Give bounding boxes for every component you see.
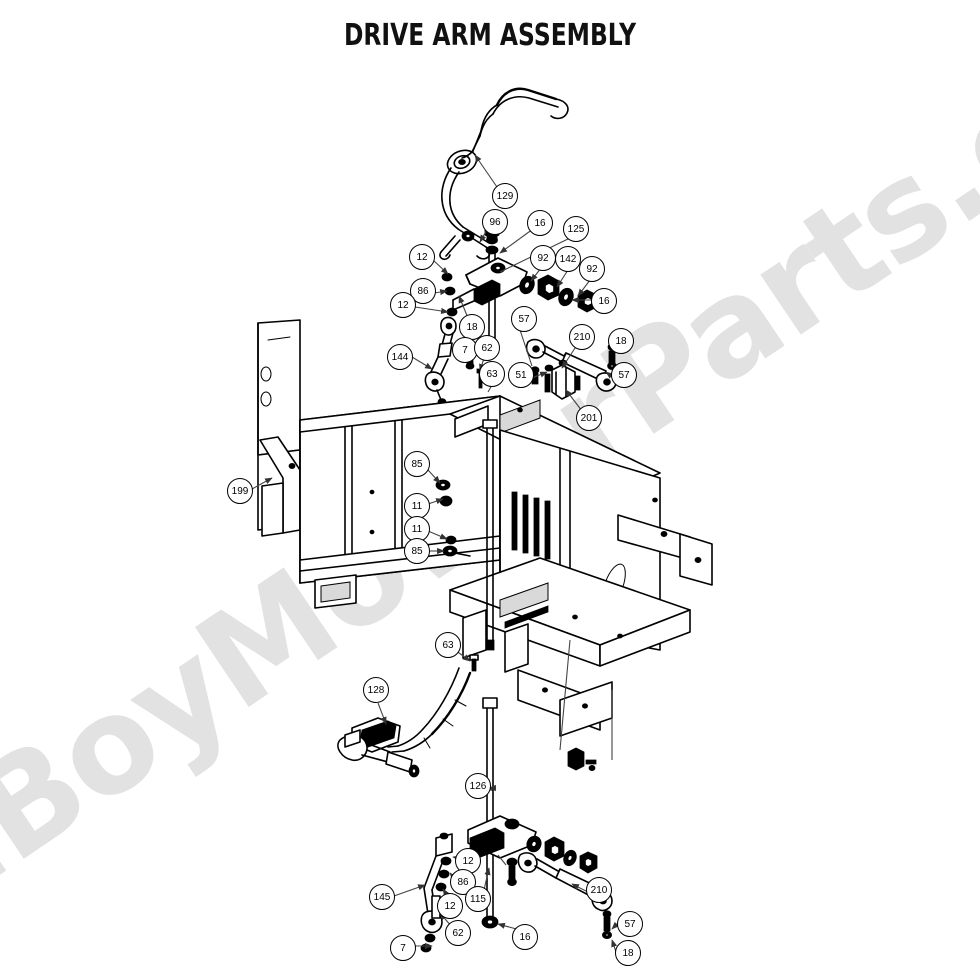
callout-bubble-57[interactable]: 57 <box>511 306 537 332</box>
callout-label: 16 <box>598 295 610 307</box>
callout-bubble-62[interactable]: 62 <box>474 335 500 361</box>
callout-bubble-12[interactable]: 12 <box>409 244 435 270</box>
callout-label: 7 <box>462 344 468 356</box>
callout-label: 12 <box>462 855 474 867</box>
callout-bubble-126[interactable]: 126 <box>465 773 491 799</box>
callout-bubble-57[interactable]: 57 <box>617 911 643 937</box>
frame-left-panel <box>257 319 301 537</box>
callout-bubble-128[interactable]: 128 <box>363 677 389 703</box>
callout-label: 86 <box>417 285 429 297</box>
callout-label: 18 <box>466 321 478 333</box>
callout-label: 63 <box>486 368 498 380</box>
callout-bubble-18[interactable]: 18 <box>615 940 641 966</box>
callout-label: 51 <box>515 369 527 381</box>
hardware-stack-lower <box>526 835 598 874</box>
callout-label: 125 <box>567 223 585 235</box>
callout-bubble-115[interactable]: 115 <box>465 886 491 912</box>
callout-label: 11 <box>411 523 423 535</box>
callout-label: 86 <box>457 876 469 888</box>
bolt-below-bellcrank <box>506 857 518 887</box>
callout-bubble-11[interactable]: 11 <box>404 516 430 542</box>
small-bracket-right-lower <box>567 747 597 772</box>
callout-label: 12 <box>444 900 456 912</box>
upper-bellcrank-plate <box>452 257 528 311</box>
callout-bubble-144[interactable]: 144 <box>387 344 413 370</box>
callout-bubble-7[interactable]: 7 <box>390 935 416 961</box>
callout-bubble-63[interactable]: 63 <box>479 361 505 387</box>
callout-label: 11 <box>411 500 423 512</box>
callout-label: 85 <box>411 545 423 557</box>
callout-bubble-51[interactable]: 51 <box>508 362 534 388</box>
callout-bubble-96[interactable]: 96 <box>482 209 508 235</box>
callout-bubble-145[interactable]: 145 <box>369 884 395 910</box>
callout-label: 92 <box>537 252 549 264</box>
page-title: DRIVE ARM ASSEMBLY <box>343 18 637 53</box>
callout-label: 142 <box>559 253 577 265</box>
callout-label: 144 <box>391 351 409 363</box>
callout-label: 62 <box>452 927 464 939</box>
callout-label: 7 <box>400 942 406 954</box>
callout-bubble-210[interactable]: 210 <box>569 324 595 350</box>
callout-label: 145 <box>373 891 391 903</box>
callout-label: 57 <box>518 313 530 325</box>
callout-bubble-142[interactable]: 142 <box>555 246 581 272</box>
callout-label: 16 <box>519 931 531 943</box>
callout-bubble-18[interactable]: 18 <box>608 328 634 354</box>
frame-lower-deck <box>449 557 691 737</box>
callout-label: 129 <box>496 190 514 202</box>
callout-bubble-16[interactable]: 16 <box>591 288 617 314</box>
callout-label: 199 <box>231 485 249 497</box>
callout-label: 18 <box>615 335 627 347</box>
callout-bubble-92[interactable]: 92 <box>579 256 605 282</box>
callout-bubble-57[interactable]: 57 <box>611 362 637 388</box>
callout-label: 62 <box>481 342 493 354</box>
lower-long-rod <box>481 697 499 929</box>
callout-label: 92 <box>586 263 598 275</box>
callout-label: 12 <box>416 251 428 263</box>
callout-bubble-85[interactable]: 85 <box>404 538 430 564</box>
callout-label: 57 <box>624 918 636 930</box>
bolt-63-lower <box>469 654 479 672</box>
long-center-rod <box>482 419 498 651</box>
callout-bubble-11[interactable]: 11 <box>404 493 430 519</box>
callout-bubble-85[interactable]: 85 <box>404 451 430 477</box>
callout-bubble-199[interactable]: 199 <box>227 478 253 504</box>
callout-label: 210 <box>590 884 608 896</box>
callout-bubble-63[interactable]: 63 <box>435 632 461 658</box>
callout-label: 63 <box>442 639 454 651</box>
callout-label: 128 <box>367 684 385 696</box>
control-handle-bar <box>439 87 569 261</box>
callout-label: 57 <box>618 369 630 381</box>
callout-bubble-12[interactable]: 12 <box>390 292 416 318</box>
callout-bubble-16[interactable]: 16 <box>527 210 553 236</box>
callout-label: 85 <box>411 458 423 470</box>
callout-label: 115 <box>470 893 486 905</box>
callout-bubble-201[interactable]: 201 <box>576 405 602 431</box>
callout-label: 12 <box>397 299 409 311</box>
callout-label: 126 <box>469 780 487 792</box>
callout-label: 96 <box>489 216 501 228</box>
callout-label: 201 <box>580 412 598 424</box>
lower-handle-arm <box>337 667 472 778</box>
callout-bubble-210[interactable]: 210 <box>586 877 612 903</box>
callout-bubble-12[interactable]: 12 <box>437 893 463 919</box>
lower-right-hardware <box>602 910 613 940</box>
lower-bellcrank-plate <box>467 815 537 859</box>
callout-label: 18 <box>622 947 634 959</box>
callout-bubble-92[interactable]: 92 <box>530 245 556 271</box>
callout-bubble-62[interactable]: 62 <box>445 920 471 946</box>
callout-bubble-125[interactable]: 125 <box>563 216 589 242</box>
callout-bubble-129[interactable]: 129 <box>492 183 518 209</box>
callout-label: 210 <box>573 331 591 343</box>
callout-label: 16 <box>534 217 546 229</box>
callout-bubble-16[interactable]: 16 <box>512 924 538 950</box>
